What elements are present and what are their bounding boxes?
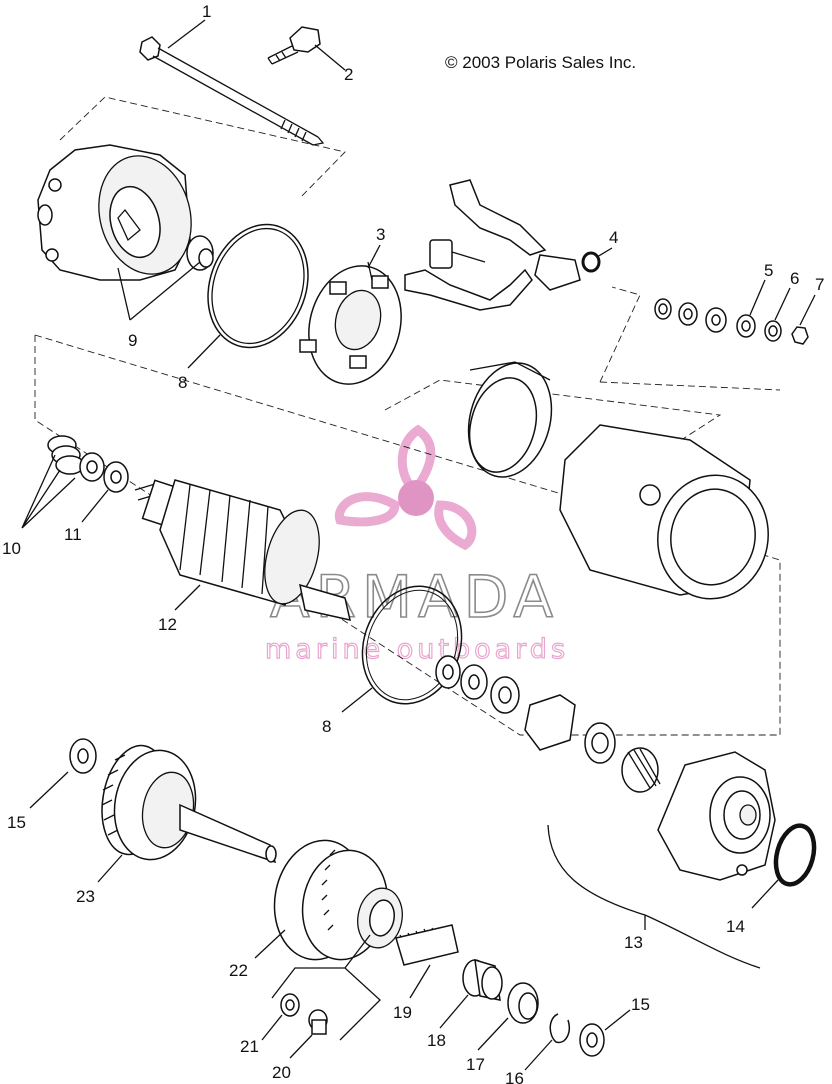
leader-19	[409, 964, 431, 999]
leader-11	[81, 489, 109, 523]
part-bolt	[267, 26, 321, 65]
callout-3: 3	[376, 225, 385, 244]
leader-16	[524, 1039, 553, 1071]
part-clutch-pinion	[273, 839, 403, 961]
part-end-cover	[37, 144, 214, 281]
callout-21: 21	[240, 1037, 259, 1056]
leader-5-6-7	[749, 279, 816, 326]
part-nut	[791, 326, 809, 345]
callout-16: 16	[505, 1069, 524, 1084]
leader-4	[596, 247, 613, 258]
leader-8-lower	[341, 687, 373, 713]
callout-9: 9	[128, 331, 137, 350]
part-spring	[395, 924, 459, 966]
part-brush-holder	[404, 179, 581, 311]
leader-15-left	[29, 771, 69, 809]
leader-22	[254, 929, 286, 959]
leader-18	[439, 994, 469, 1029]
part-center-washers	[435, 655, 661, 793]
part-washer-right	[579, 1023, 605, 1057]
part-yoke-housing	[559, 424, 769, 600]
watermark-subtitle: marine outboards	[265, 634, 569, 665]
part-flat-washer	[736, 314, 756, 338]
callout-13: 13	[624, 933, 643, 952]
callout-17: 17	[466, 1055, 485, 1074]
callout-6: 6	[790, 269, 799, 288]
leader-14	[751, 879, 779, 909]
part-washer-small	[103, 461, 129, 493]
copyright-text: © 2003 Polaris Sales Inc.	[445, 53, 636, 72]
part-washer-set	[654, 298, 727, 333]
part-washer-thin	[79, 452, 105, 482]
leader-23	[97, 854, 123, 883]
part-gear-shaft	[101, 744, 277, 864]
callout-11: 11	[64, 525, 82, 544]
part-snap-ring	[549, 1013, 570, 1044]
callout-15-right: 15	[631, 995, 650, 1014]
part-holder-sleeve	[467, 361, 553, 478]
callout-1: 1	[202, 2, 211, 21]
part-brush-plate	[299, 261, 402, 385]
part-o-ring-upper	[207, 223, 309, 349]
callout-14: 14	[726, 917, 745, 936]
callout-19: 19	[393, 1003, 412, 1022]
part-bushing-20	[308, 1009, 328, 1035]
part-washer-21	[280, 993, 300, 1017]
part-washer-left	[69, 738, 97, 774]
leader-9	[117, 261, 201, 321]
leader-3	[367, 244, 381, 269]
part-sleeve	[462, 958, 503, 1001]
callout-23: 23	[76, 887, 95, 906]
callout-18: 18	[427, 1031, 446, 1050]
part-o-ring-drive	[773, 823, 817, 887]
leader-15-right	[604, 1009, 631, 1031]
part-drive-housing	[657, 751, 776, 881]
leader-20	[289, 1034, 313, 1059]
leader-2	[314, 44, 346, 71]
leader-8-upper	[187, 334, 221, 369]
part-bearing-stack	[47, 435, 85, 475]
callout-15-left: 15	[7, 813, 26, 832]
leader-17	[477, 1017, 509, 1051]
callout-8-upper: 8	[178, 373, 187, 392]
callout-4: 4	[609, 228, 618, 247]
watermark-logo	[334, 424, 477, 551]
watermark-logo-center	[398, 480, 434, 516]
part-armature	[134, 479, 351, 621]
callout-12: 12	[158, 615, 177, 634]
bracket-20-21	[271, 934, 381, 1041]
leader-12	[174, 584, 201, 611]
leader-21	[261, 1014, 283, 1041]
callout-7: 7	[815, 275, 824, 294]
part-stop-ring	[507, 982, 539, 1024]
callout-10: 10	[2, 539, 21, 558]
leader-1	[167, 19, 206, 49]
callout-2: 2	[344, 65, 353, 84]
callout-8-lower: 8	[322, 717, 331, 736]
callout-22: 22	[229, 961, 248, 980]
part-lock-washer	[764, 320, 782, 342]
part-through-bolt	[139, 36, 325, 146]
leader-10	[21, 454, 76, 529]
bracket-13	[547, 824, 761, 969]
callout-5: 5	[764, 261, 773, 280]
callout-20: 20	[272, 1063, 291, 1082]
part-ring-clip	[581, 251, 601, 273]
